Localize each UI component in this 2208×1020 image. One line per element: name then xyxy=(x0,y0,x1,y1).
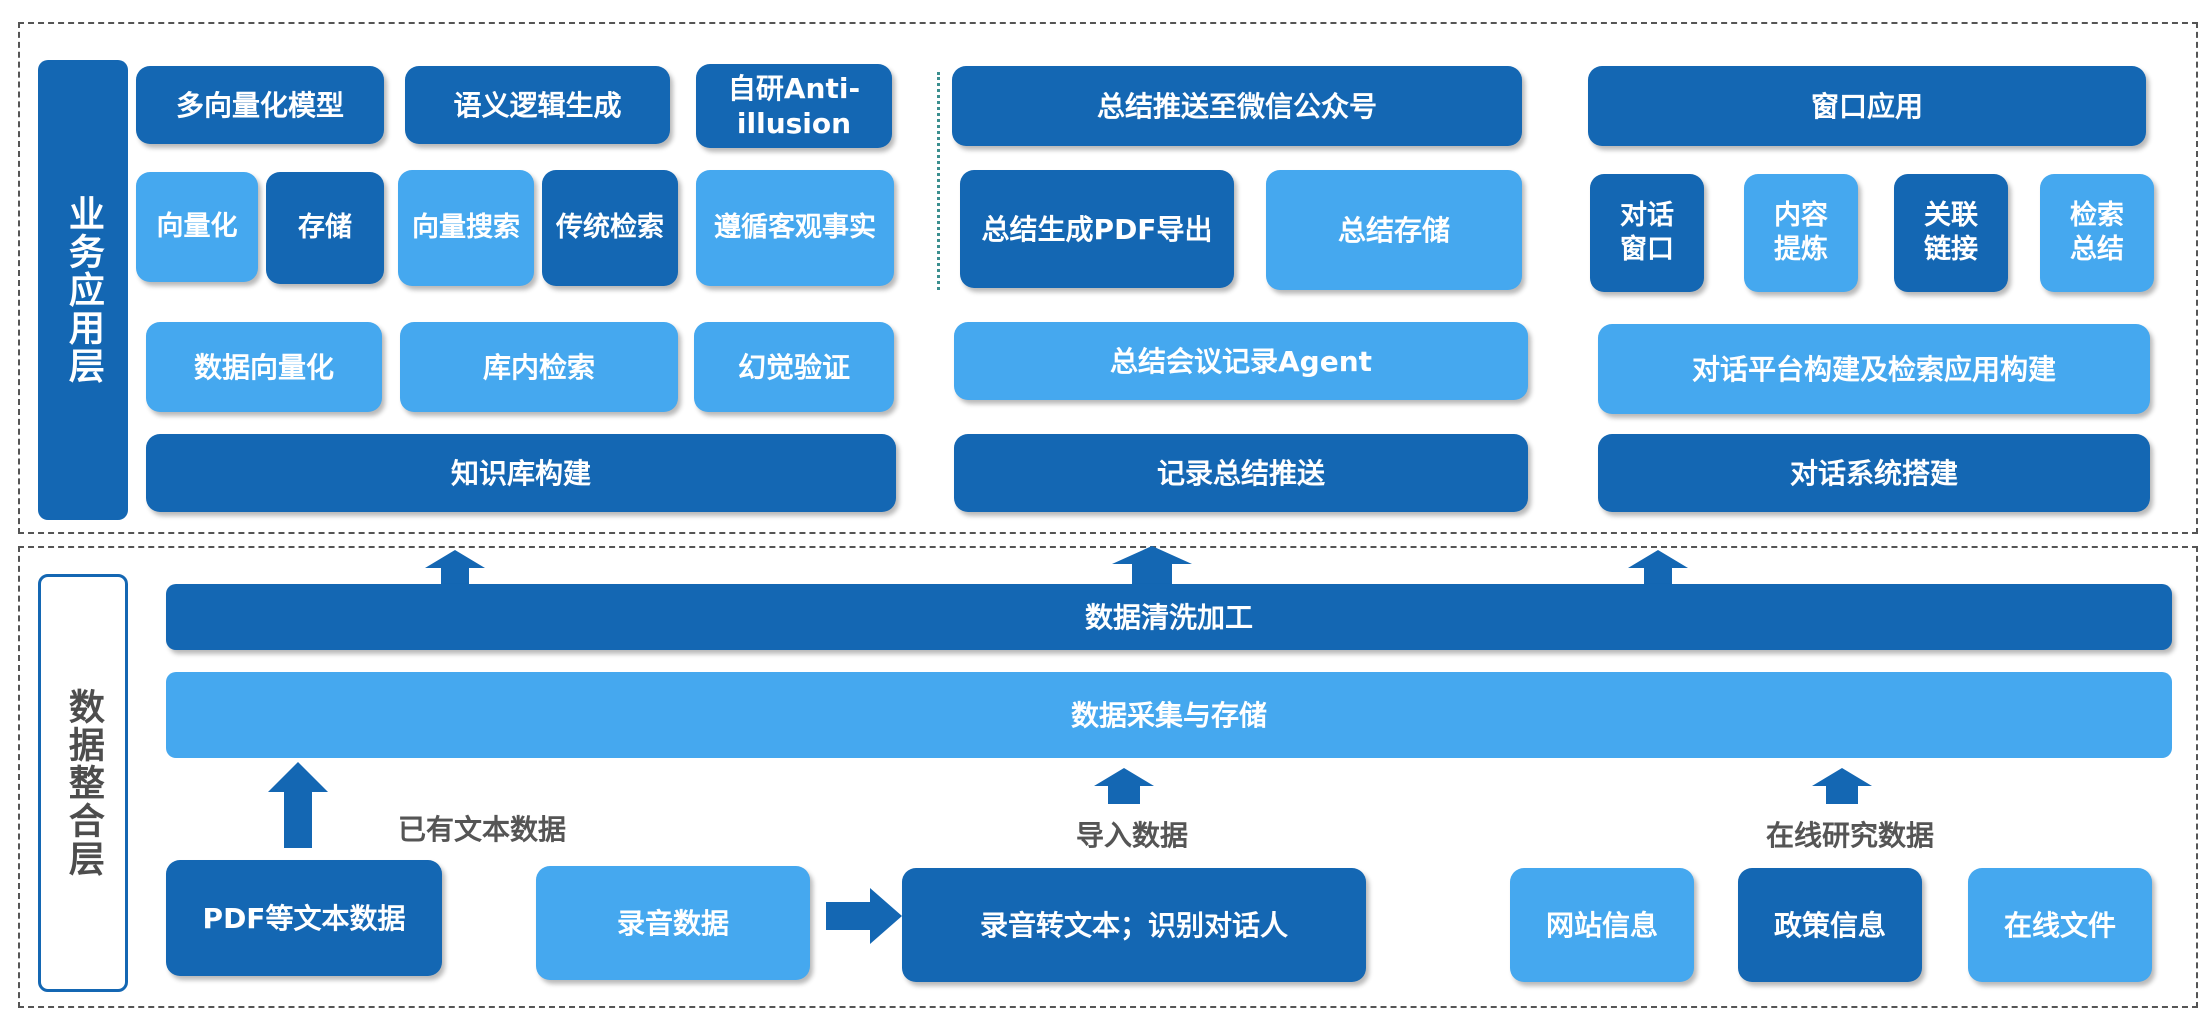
dialog-window-app: 窗口应用 xyxy=(1588,66,2146,146)
website-info: 网站信息 xyxy=(1510,868,1694,982)
audio-data: 录音数据 xyxy=(536,866,810,980)
arrow-up-import xyxy=(1094,768,1154,804)
data-collection-bar: 数据采集与存储 xyxy=(166,672,2172,758)
kb-storage: 存储 xyxy=(266,172,384,284)
summary-pdf-export: 总结生成PDF导出 xyxy=(960,170,1234,288)
arrow-right-transcribe xyxy=(826,888,902,944)
arrow-up-dialog xyxy=(1628,550,1688,584)
summary-agent: 总结会议记录Agent xyxy=(954,322,1528,400)
summary-push-wechat: 总结推送至微信公众号 xyxy=(952,66,1522,146)
kb-data-vectorize: 数据向量化 xyxy=(146,322,382,412)
data-layer-frame xyxy=(18,546,2198,1008)
kb-vectorize: 向量化 xyxy=(136,172,258,282)
business-layer-text: 业务应用层 xyxy=(62,195,104,385)
kb-base: 知识库构建 xyxy=(146,434,896,512)
business-layer-frame xyxy=(18,22,2198,534)
data-layer-text: 数据整合层 xyxy=(62,688,104,878)
kb-internal-search: 库内检索 xyxy=(400,322,678,412)
arrow-up-online xyxy=(1812,768,1872,804)
kb-anti-illusion: 自研Anti-illusion xyxy=(696,64,892,148)
audio-transcription: 录音转文本；识别对话人 xyxy=(902,868,1366,982)
dialog-search-summary: 检索总结 xyxy=(2040,174,2154,292)
policy-info: 政策信息 xyxy=(1738,868,1922,982)
pdf-text-data: PDF等文本数据 xyxy=(166,860,442,976)
kb-traditional-search: 传统检索 xyxy=(542,170,678,286)
import-data-label: 导入数据 xyxy=(1076,819,1189,852)
dialog-content-extract: 内容提炼 xyxy=(1744,174,1858,292)
kb-objective-facts: 遵循客观事实 xyxy=(696,170,894,286)
existing-text-label: 已有文本数据 xyxy=(398,813,567,846)
data-cleaning-bar: 数据清洗加工 xyxy=(166,584,2172,650)
summary-base: 记录总结推送 xyxy=(954,434,1528,512)
arrow-up-summary xyxy=(1112,546,1192,584)
business-layer-label: 业务应用层 xyxy=(38,60,128,520)
online-files: 在线文件 xyxy=(1968,868,2152,982)
kb-semantic-logic: 语义逻辑生成 xyxy=(405,66,670,144)
column-divider xyxy=(937,72,940,290)
online-research-label: 在线研究数据 xyxy=(1766,819,1935,852)
kb-hallucination-check: 幻觉验证 xyxy=(694,322,894,412)
dialog-platform: 对话平台构建及检索应用构建 xyxy=(1598,324,2150,414)
dialog-chat-window: 对话窗口 xyxy=(1590,174,1704,292)
arrow-up-kb xyxy=(425,550,485,584)
summary-storage: 总结存储 xyxy=(1266,170,1522,290)
dialog-base: 对话系统搭建 xyxy=(1598,434,2150,512)
data-layer-label: 数据整合层 xyxy=(38,574,128,992)
arrow-up-existing xyxy=(268,762,328,848)
dialog-related-links: 关联链接 xyxy=(1894,174,2008,292)
kb-vector-search: 向量搜索 xyxy=(398,170,534,286)
kb-multi-vector-model: 多向量化模型 xyxy=(136,66,384,144)
